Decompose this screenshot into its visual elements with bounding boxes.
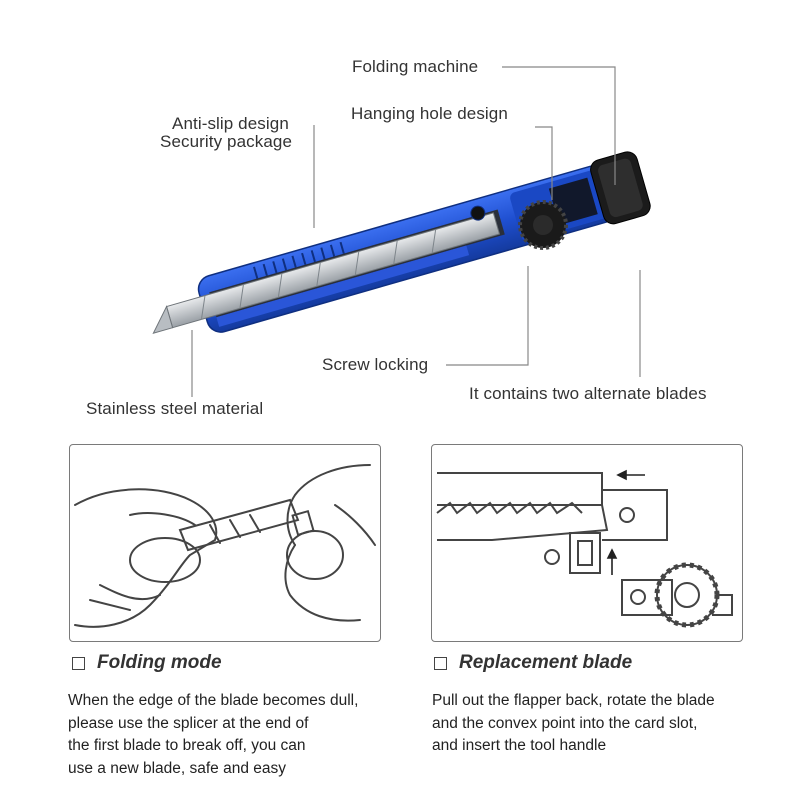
description-line: When the edge of the blade becomes dull, [68,692,359,709]
callout-security-package: Security package [160,132,293,151]
replacement-blade-panel [431,444,743,642]
callout-hanging-hole: Hanging hole design [351,104,508,123]
checkbox-icon [434,656,447,670]
hands-snapping-blade-icon [74,464,376,628]
callout-anti-slip: Anti-slip design [172,114,289,133]
utility-knife-illustration [152,66,651,397]
description-line: Pull out the flapper back, rotate the bl… [432,692,715,709]
knife-body [152,151,651,334]
description-line: the first blade to break off, you can [68,737,306,754]
blade-segments-icon [165,212,501,329]
folding-mode-title-text: Folding mode [97,652,222,673]
folding-mode-panel [69,444,381,642]
checkbox-icon [72,656,85,670]
folding-mode-title: Folding mode [72,652,222,674]
callout-screw-locking: Screw locking [322,355,429,374]
grip-ridges-icon [253,241,345,279]
replacement-blade-title-text: Replacement blade [459,652,633,673]
replacement-blade-description: Pull out the flapper back, rotate the bl… [432,690,715,758]
hanging-hole-icon [470,205,486,221]
callout-folding-machine: Folding machine [352,57,479,76]
description-line: and insert the tool handle [432,737,607,754]
blade-tip-icon [152,305,174,334]
description-line: use a new blade, safe and easy [68,759,287,777]
callout-stainless: Stainless steel material [86,399,264,418]
replacement-blade-title: Replacement blade [434,652,632,674]
description-line: and the convex point into the card slot, [432,714,698,732]
blade-replacement-diagram-icon [436,469,733,628]
description-line: please use the splicer at the end of [68,714,309,732]
folding-mode-description: When the edge of the blade becomes dull,… [68,690,358,780]
callout-two-blades: It contains two alternate blades [469,384,707,403]
screw-lock-wheel-icon [518,200,568,250]
